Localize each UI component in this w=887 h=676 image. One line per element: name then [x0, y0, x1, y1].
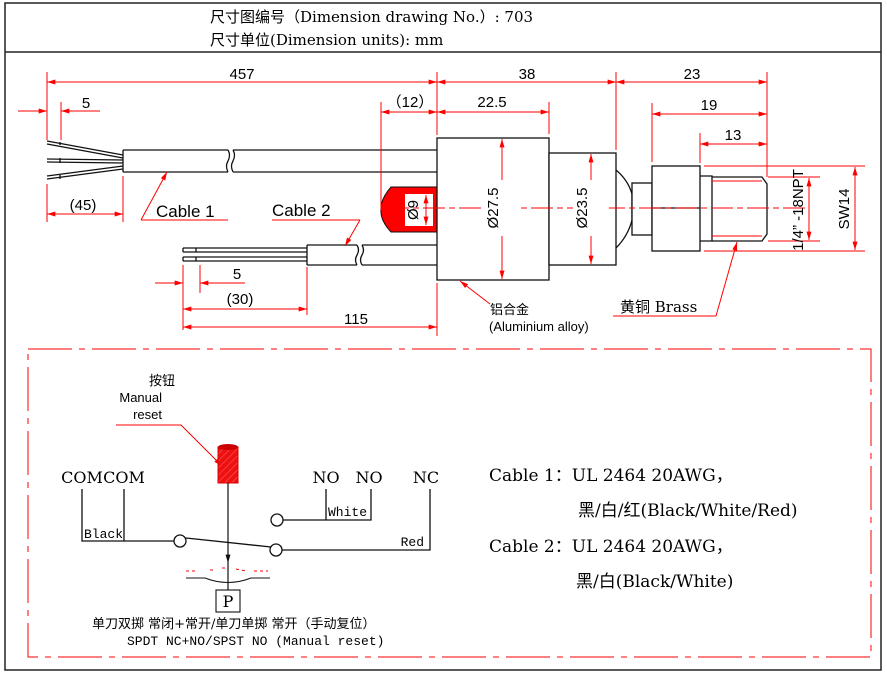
terminal-nc: NC: [413, 468, 439, 487]
dim-lead-45: (45): [46, 176, 124, 222]
manual-reset-button: [217, 444, 239, 484]
dim-diameter-23-5: Ø23.5: [573, 153, 609, 264]
cable-1-drawing: [46, 140, 437, 180]
button-label-cn: 按钮: [149, 373, 175, 388]
cable-1-spec: Cable 1：UL 2464 20AWG，: [489, 466, 733, 486]
dim-thread-spec: 1/4” -18NPT: [768, 169, 820, 251]
dim-sw14-label: SW14: [836, 189, 853, 230]
dim-457-label: 457: [229, 66, 254, 83]
dim-5-bottom-label: 5: [233, 266, 241, 283]
button-label-en-1: Manual: [119, 390, 162, 405]
terminal-com-2: COM: [103, 468, 145, 487]
schematic-frame: [27, 348, 872, 658]
cable-2-callout: Cable 2: [272, 201, 361, 247]
dim-diameter-27-5: Ø27.5: [484, 138, 520, 279]
dim-hex-sw14: SW14: [704, 165, 865, 252]
aluminium-label-en: (Aluminium alloy): [489, 319, 589, 334]
brass-label: 黄铜 Brass: [620, 298, 697, 316]
drawing-number: 尺寸图编号（Dimension drawing No.）: 703: [210, 8, 533, 26]
dim-19: 19: [651, 97, 768, 162]
cable-1-label: Cable 1: [156, 202, 215, 221]
terminal-no-1: NO: [312, 468, 339, 487]
cable-2-spec: Cable 2：UL 2464 20AWG，: [489, 537, 733, 557]
dim-knob-offset-12: （12）: [380, 94, 437, 210]
dim-115-label: 115: [344, 311, 368, 328]
aluminium-callout: 铝合金 (Aluminium alloy): [459, 280, 589, 334]
button-label-en-2: reset: [133, 407, 162, 422]
pressure-symbol: P: [223, 592, 234, 611]
contact-arm: [185, 537, 272, 548]
cable-2-label: Cable 2: [272, 201, 331, 220]
pressure-port-box: [215, 589, 241, 613]
dim-5-top-label: 5: [82, 95, 90, 112]
dim-30-label: (30): [227, 291, 254, 308]
dim-38: 38: [437, 66, 617, 150]
dim-thread-spec-label: 1/4” -18NPT: [790, 169, 807, 251]
terminal-no-2: NO: [355, 468, 382, 487]
dim-22-5: 22.5: [437, 94, 550, 134]
dim-23: 23: [615, 66, 768, 177]
dimension-units: 尺寸单位(Dimension units): mm: [210, 31, 443, 49]
nc-wiring: [282, 489, 431, 551]
cable-specs: Cable 1：UL 2464 20AWG， 黑/白/红(Black/White…: [489, 466, 798, 592]
dim-strip-5-bottom: 5: [155, 265, 245, 330]
dim-115: 115: [182, 283, 438, 336]
dim-22-5-label: 22.5: [477, 94, 506, 111]
cable-1-colors: 黑/白/红(Black/White/Red): [578, 501, 798, 521]
dim-knob-diameter: Ø9: [405, 200, 422, 220]
dim-19-label: 19: [701, 97, 718, 114]
cable-1-callout: Cable 1: [140, 171, 228, 221]
schematic-caption-cn: 单刀双掷 常闭+常开/单刀单掷 常开（手动复位）: [92, 617, 376, 632]
wire-red-label: Red: [401, 535, 424, 550]
wire-black-label: Black: [84, 527, 123, 542]
cable-2-colors: 黑/白(Black/White): [576, 572, 733, 592]
aluminium-label-cn: 铝合金: [490, 302, 529, 318]
dim-lead-30: (30): [182, 267, 308, 315]
brass-callout: 黄铜 Brass: [613, 241, 738, 317]
com-wiring: [81, 489, 174, 542]
dim-457: 457: [46, 66, 438, 140]
drawing-frame: [4, 2, 882, 671]
dim-23-label: 23: [684, 66, 701, 83]
dim-strip-5-top: 5: [18, 95, 100, 140]
dim-23-5-label: Ø23.5: [574, 188, 591, 229]
mechanical-view: Ø9 457 5: [18, 66, 865, 336]
body-dome: [615, 169, 633, 249]
reset-knob-drawing: Ø9: [380, 186, 438, 233]
dim-13: 13: [699, 127, 768, 163]
npt-thread: [712, 176, 768, 242]
terminal-com-1: COM: [61, 468, 103, 487]
dim-13-label: 13: [725, 127, 742, 144]
dim-45-label: (45): [70, 197, 97, 214]
dim-27-5-label: Ø27.5: [485, 188, 502, 229]
wire-white-label: White: [328, 505, 367, 520]
no-wiring: [283, 489, 372, 521]
cable-2-drawing: [182, 244, 437, 266]
fitting-stem: [631, 182, 653, 236]
schematic-caption-en: SPDT NC+NO/SPST NO (Manual reset): [127, 634, 384, 649]
switch-schematic: 按钮 Manual reset P COM COM NO NO NC Black…: [61, 373, 439, 649]
title-block: 尺寸图编号（Dimension drawing No.）: 703 尺寸单位(D…: [210, 8, 533, 49]
dim-12-label: （12）: [387, 94, 434, 111]
dim-38-label: 38: [519, 66, 536, 83]
